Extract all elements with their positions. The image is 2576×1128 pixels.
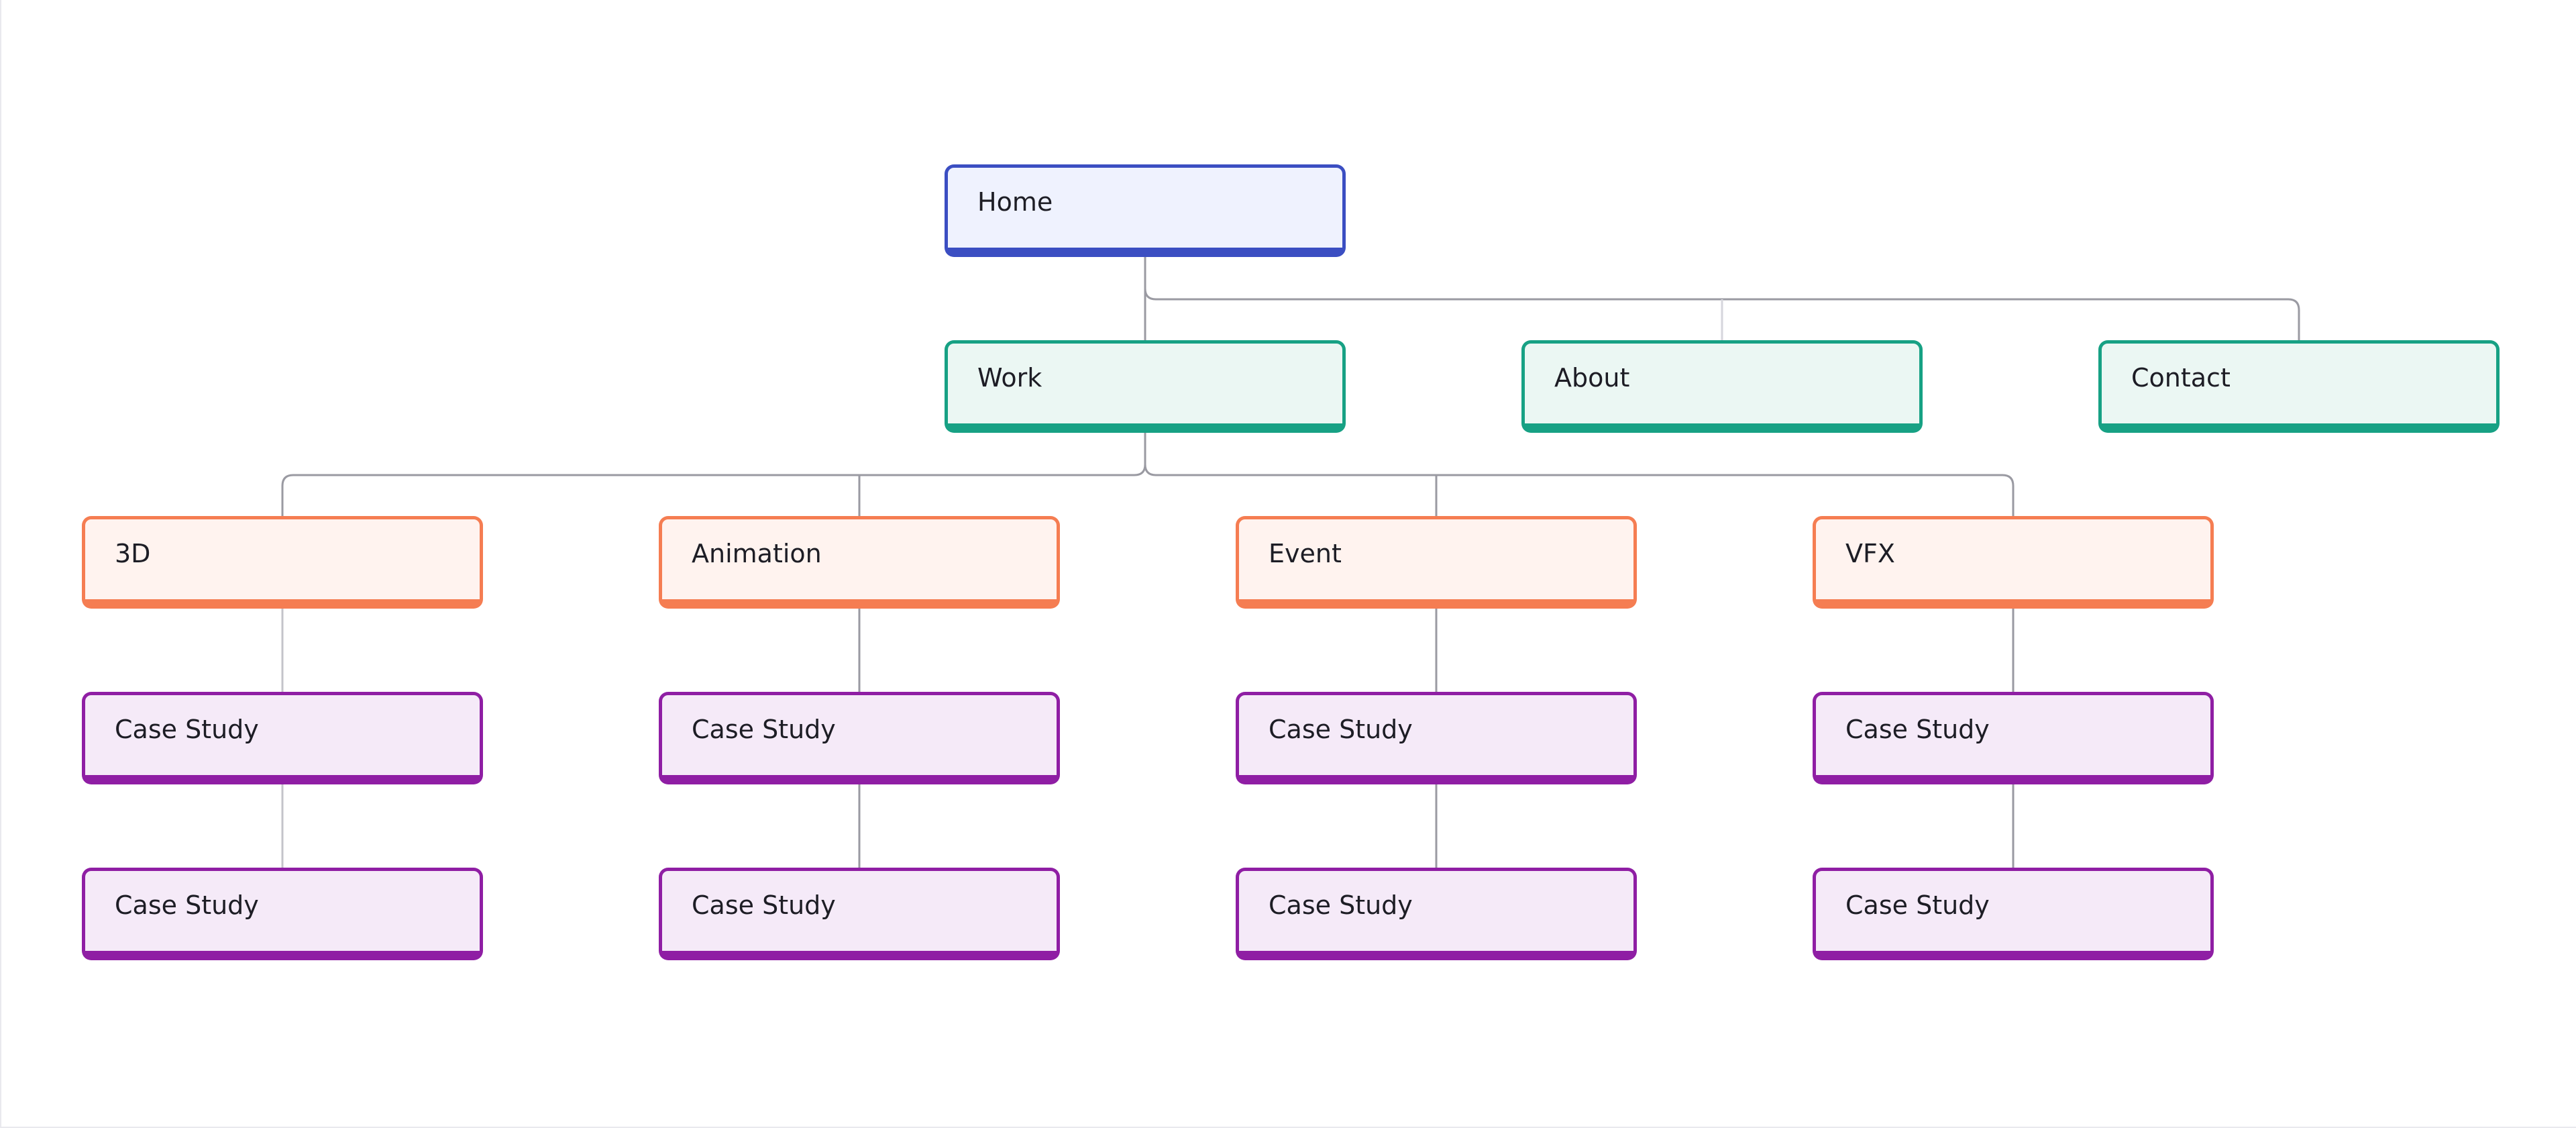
node-animation-case-study-2[interactable]: Case Study bbox=[659, 868, 1060, 960]
node-label: Case Study bbox=[1845, 890, 1990, 920]
node-vfx-case-study-1[interactable]: Case Study bbox=[1813, 692, 2214, 784]
node-3d-case-study-2[interactable]: Case Study bbox=[82, 868, 483, 960]
node-event[interactable]: Event bbox=[1236, 516, 1637, 609]
node-label: 3D bbox=[115, 538, 151, 568]
node-event-case-study-2[interactable]: Case Study bbox=[1236, 868, 1637, 960]
node-label: Work bbox=[977, 362, 1042, 393]
node-vfx[interactable]: VFX bbox=[1813, 516, 2214, 609]
node-about[interactable]: About bbox=[1521, 340, 1923, 433]
node-label: Case Study bbox=[1269, 890, 1413, 920]
node-vfx-case-study-2[interactable]: Case Study bbox=[1813, 868, 2214, 960]
connector-work-branch bbox=[281, 433, 1146, 516]
node-label: Home bbox=[977, 187, 1053, 217]
node-home[interactable]: Home bbox=[945, 164, 1346, 257]
node-label: Case Study bbox=[115, 890, 259, 920]
node-contact[interactable]: Contact bbox=[2098, 340, 2500, 433]
node-label: Event bbox=[1269, 538, 1342, 568]
node-label: VFX bbox=[1845, 538, 1895, 568]
node-label: Case Study bbox=[692, 714, 836, 744]
node-3d-case-study-1[interactable]: Case Study bbox=[82, 692, 483, 784]
node-label: Case Study bbox=[1845, 714, 1990, 744]
node-animation-case-study-1[interactable]: Case Study bbox=[659, 692, 1060, 784]
node-label: About bbox=[1554, 362, 1630, 393]
node-label: Case Study bbox=[115, 714, 259, 744]
node-3d[interactable]: 3D bbox=[82, 516, 483, 609]
node-work[interactable]: Work bbox=[945, 340, 1346, 433]
connector-work-right bbox=[1144, 464, 2015, 516]
node-animation[interactable]: Animation bbox=[659, 516, 1060, 609]
node-label: Contact bbox=[2131, 362, 2231, 393]
node-label: Case Study bbox=[1269, 714, 1413, 744]
connector-home-branch bbox=[1144, 288, 2300, 340]
node-event-case-study-1[interactable]: Case Study bbox=[1236, 692, 1637, 784]
node-label: Case Study bbox=[692, 890, 836, 920]
node-label: Animation bbox=[692, 538, 822, 568]
